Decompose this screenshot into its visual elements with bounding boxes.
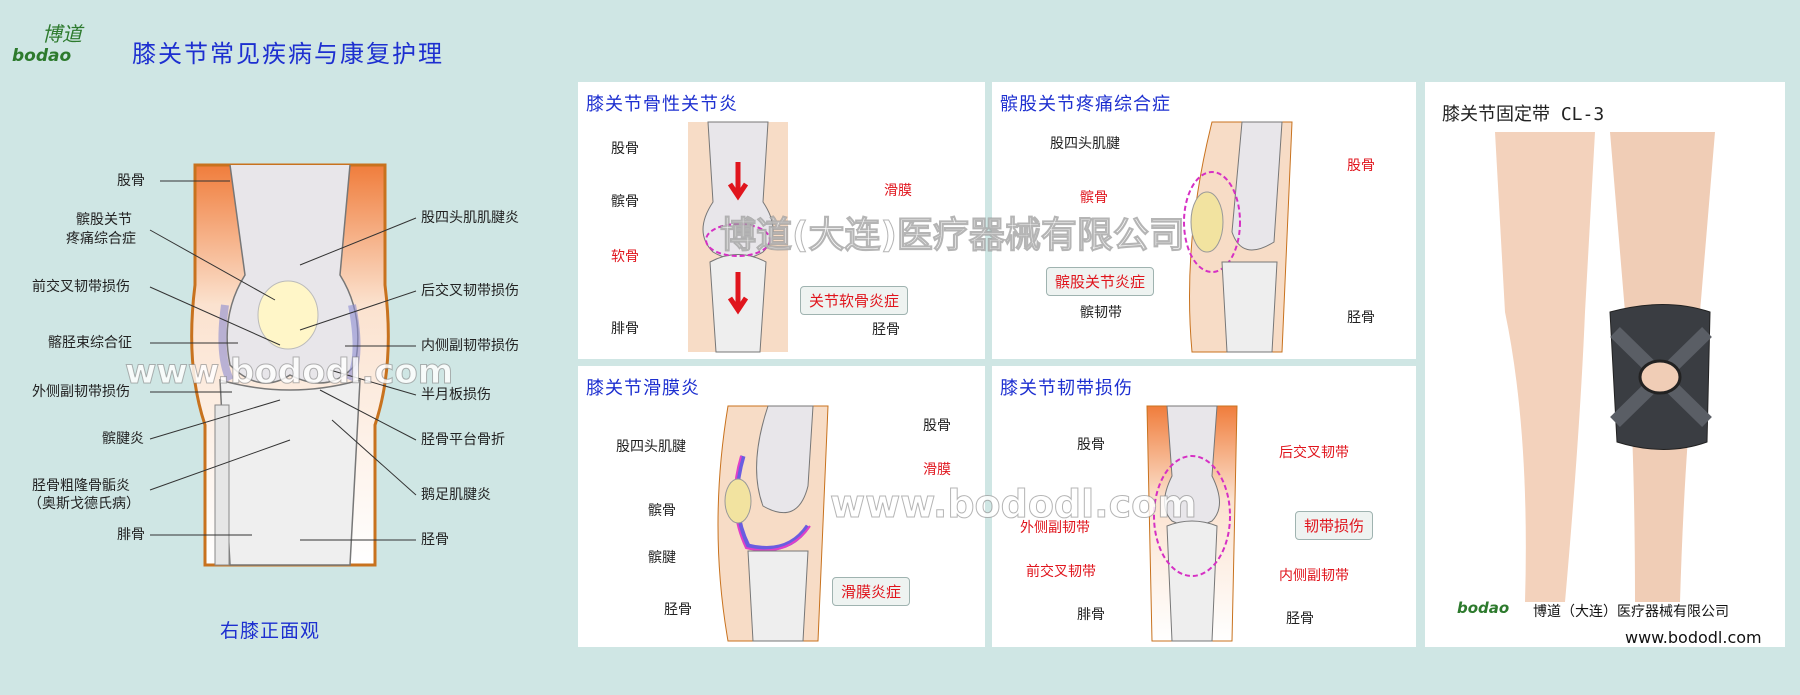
pfps-knee-illustration [1183,121,1293,353]
label-tibial-plateau: 胫骨平台骨折 [421,432,505,448]
main-leader-lines [149,180,417,541]
watermark-url-left: www.bododl.com [124,352,454,393]
panel-pfps: 髌股关节疼痛综合症 股四头肌腱 髌骨 髌韧带 股骨 胫骨 髌股关节炎症 [992,82,1416,359]
main-caption: 右膝正面观 [220,620,321,642]
label-patellar-tendinitis: 髌腱炎 [102,431,144,447]
syn-label-tibia: 胫骨 [664,602,692,618]
oa-knee-illustration [688,121,788,353]
label-pf-joint: 髌股关节 [76,212,132,228]
pfps-label-patellar-ligament: 髌韧带 [1080,305,1122,321]
oa-label-cartilage: 软骨 [611,249,639,265]
lig-label-acl: 前交叉韧带 [1026,564,1096,580]
website-url: www.bododl.com [1625,628,1762,647]
pfps-label-femur: 股骨 [1347,158,1375,174]
logo-english: bodao [12,46,72,66]
label-pes-anserine: 鹅足肌腱炎 [421,487,491,503]
lig-knee-illustration [1146,405,1238,642]
oa-label-tibia: 胫骨 [872,322,900,338]
watermark-url-center: www.bododl.com [830,482,1198,527]
brand-logo: 博道 bodao [12,18,92,68]
oa-label-patella: 髌骨 [611,194,639,210]
label-pcl-injury: 后交叉韧带损伤 [421,283,519,299]
page-title: 膝关节常见疾病与康复护理 [132,40,444,68]
syn-box-label: 滑膜炎症 [832,577,911,606]
panel-osteoarthritis: 膝关节骨性关节炎 股骨 髌骨 软骨 腓骨 滑膜 胫骨 关节软骨炎症 [578,82,985,359]
syn-label-femur: 股骨 [923,418,951,434]
panel-synovitis: 膝关节滑膜炎 股四头肌腱 髌骨 髌腱 胫骨 股骨 滑膜 滑膜炎症 [578,366,985,647]
oa-label-fibula: 腓骨 [611,321,639,337]
label-femur: 股骨 [117,173,145,189]
lig-label-pcl: 后交叉韧带 [1279,445,1349,461]
panel-ligament: 膝关节韧带损伤 股骨 外侧副韧带 前交叉韧带 腓骨 后交叉韧带 内侧副韧带 胫骨… [992,366,1416,647]
label-itb-syndrome: 髂胫束综合征 [48,335,132,351]
syn-label-patella: 髌骨 [648,503,676,519]
label-meniscus-injury: 半月板损伤 [421,387,491,403]
lig-label-femur: 股骨 [1077,437,1105,453]
brand-logo-small: bodao [1457,599,1510,617]
product-title: 膝关节固定带 CL-3 [1442,104,1605,125]
syn-knee-illustration [717,405,829,642]
syn-label-patellar-tendon: 髌腱 [648,550,676,566]
pfps-box-label: 髌股关节炎症 [1046,267,1155,296]
label-tibia: 胫骨 [421,532,449,548]
lig-label-lcl: 外侧副韧带 [1020,520,1090,536]
oa-box-label: 关节软骨炎症 [800,286,909,315]
watermark-company: 博道(大连)医疗器械有限公司 [720,215,1186,257]
label-quad-tendinitis: 股四头肌肌腱炎 [421,210,519,226]
pfps-label-quad-tendon: 股四头肌腱 [1050,136,1120,152]
label-acl-injury: 前交叉韧带损伤 [32,279,130,295]
label-mcl-injury: 内侧副韧带损伤 [421,338,519,354]
label-fibula: 腓骨 [117,527,145,543]
company-name: 博道（大连）医疗器械有限公司 [1533,604,1729,620]
label-lcl-injury: 外侧副韧带损伤 [32,384,130,400]
lig-label-tibia: 胫骨 [1286,611,1314,627]
panel-title: 膝关节滑膜炎 [586,378,700,399]
syn-label-quad-tendon: 股四头肌腱 [616,439,686,455]
label-osgood-name: （奥斯戈德氏病） [28,496,140,512]
main-knee-illustration [190,163,390,567]
product-knee-brace-illustration [1495,132,1715,602]
lig-label-fibula: 腓骨 [1077,607,1105,623]
pfps-label-patella: 髌骨 [1080,190,1108,206]
label-osgood: 胫骨粗隆骨骺炎 [32,478,130,494]
lig-box-label: 韧带损伤 [1295,511,1374,540]
logo-chinese: 博道 [42,22,82,46]
oa-label-femur: 股骨 [611,141,639,157]
lig-label-mcl: 内侧副韧带 [1279,568,1349,584]
panel-product: 膝关节固定带 CL-3 bodao 博道（大连）医疗器械有限公司 www.bod… [1425,82,1785,647]
panel-title: 膝关节韧带损伤 [1000,378,1133,399]
oa-label-synovium: 滑膜 [884,183,912,199]
syn-label-synovium: 滑膜 [923,462,951,478]
label-pain-syndrome: 疼痛综合症 [66,231,136,247]
pfps-label-tibia: 胫骨 [1347,310,1375,326]
panel-title: 髌股关节疼痛综合症 [1000,94,1171,115]
panel-title: 膝关节骨性关节炎 [586,94,738,115]
